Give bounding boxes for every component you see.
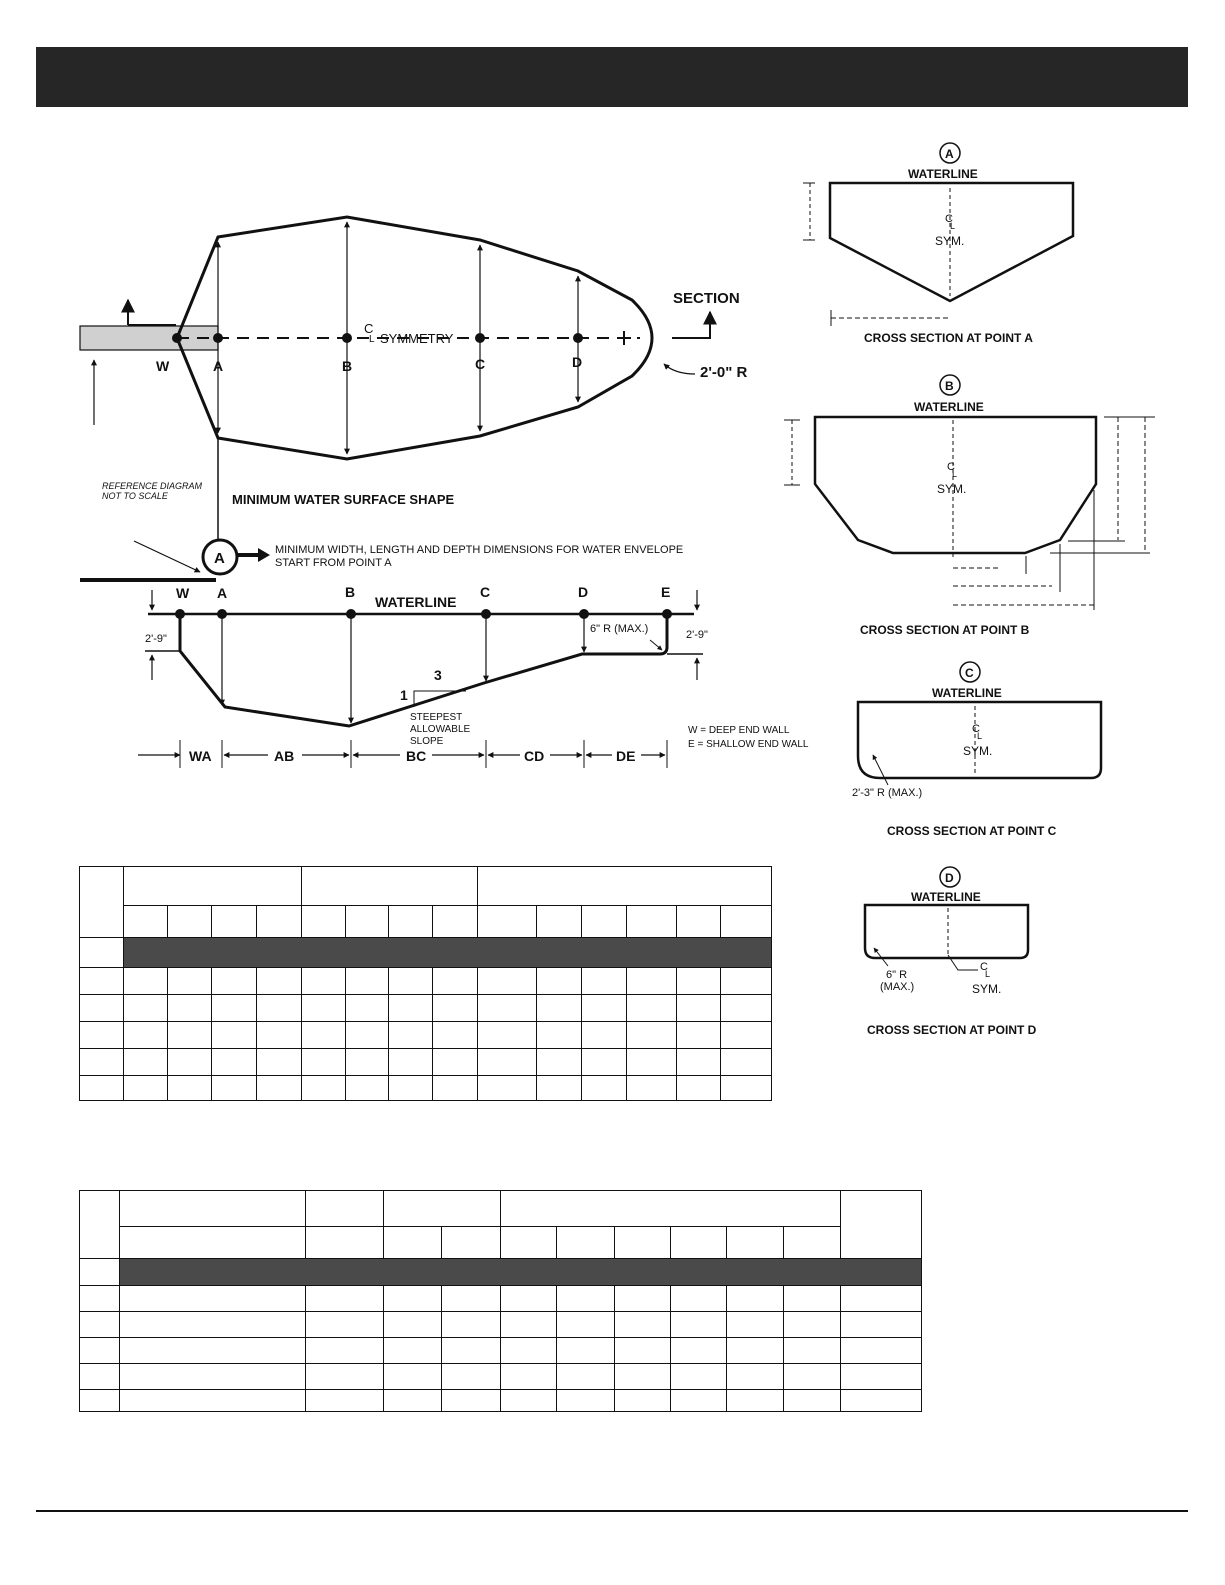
svg-text:C: C — [945, 213, 953, 225]
section-label: SECTION — [673, 290, 740, 307]
svg-text:C: C — [980, 961, 988, 973]
profile-label-e: E — [661, 584, 670, 600]
profile-label-d: D — [578, 584, 588, 600]
point-b-plan — [342, 333, 352, 343]
svg-text:L: L — [369, 334, 375, 345]
xsec-a-waterline: WATERLINE — [908, 167, 978, 181]
xsec-c-title: CROSS SECTION AT POINT C — [887, 824, 1057, 838]
svg-text:L: L — [985, 969, 990, 979]
xsec-a-title: CROSS SECTION AT POINT A — [864, 331, 1033, 345]
cross-section-c: C WATERLINE C L SYM. 2'-3" R (MAX.) CROS… — [852, 661, 1103, 838]
segment-de: DE — [616, 748, 635, 764]
xsec-a-circle-letter: A — [945, 147, 954, 161]
svg-text:C: C — [364, 321, 373, 336]
profile-radius-label: 6" R (MAX.) — [590, 623, 648, 635]
cross-section-b: B WATERLINE C L SYM. CROSS SECTION AT PO… — [784, 374, 1155, 637]
shallow-depth-label: 2'-9" — [686, 629, 708, 641]
svg-text:L: L — [952, 469, 957, 479]
pool-outline — [175, 215, 654, 461]
callout-a-letter: A — [214, 550, 225, 567]
xsec-b-circle-letter: B — [945, 379, 954, 393]
surface-shape-title: MINIMUM WATER SURFACE SHAPE — [232, 492, 455, 507]
xsec-d-waterline: WATERLINE — [911, 890, 981, 904]
profile-floor — [178, 614, 669, 728]
diving-board — [79, 325, 219, 351]
dimensions-table-2 — [79, 1190, 923, 1412]
svg-text:C: C — [947, 461, 955, 473]
xsec-d-radius-2: (MAX.) — [880, 981, 914, 993]
profile-label-c: C — [480, 584, 490, 600]
point-d-plan — [573, 333, 583, 343]
plan-view: C L SECTION 2'-0" R SYMMETRY W A B C D R… — [79, 215, 748, 507]
reference-note-1: REFERENCE DIAGRAM — [102, 481, 203, 491]
segment-cd: CD — [524, 748, 544, 764]
slope-note-2: ALLOWABLE — [410, 724, 471, 735]
reference-note-2: NOT TO SCALE — [102, 491, 169, 501]
envelope-note-2: START FROM POINT A — [275, 557, 392, 569]
plan-label-b: B — [342, 358, 352, 374]
svg-text:L: L — [977, 731, 982, 741]
cross-section-a: A WATERLINE C L SYM. CROSS SECTION AT PO… — [803, 142, 1075, 345]
profile-view: A MINIMUM WIDTH, LENGTH AND DEPTH DIMENS… — [80, 438, 809, 768]
envelope-note-1: MINIMUM WIDTH, LENGTH AND DEPTH DIMENSIO… — [275, 544, 683, 556]
dimensions-table-1 — [79, 866, 773, 1101]
deep-depth-label: 2'-9" — [145, 633, 167, 645]
footer-rule — [36, 1510, 1188, 1512]
plan-label-w: W — [156, 358, 170, 374]
point-a-plan — [213, 333, 223, 343]
segment-bc: BC — [406, 748, 426, 764]
xsec-d-title: CROSS SECTION AT POINT D — [867, 1023, 1037, 1037]
xsec-c-waterline: WATERLINE — [932, 686, 1002, 700]
xsec-c-circle-letter: C — [965, 666, 974, 680]
point-c-plan — [475, 333, 485, 343]
profile-label-a: A — [217, 585, 227, 601]
point-w-plan — [172, 333, 182, 343]
xsec-d-radius-1: 6" R — [886, 969, 907, 981]
xsec-b-title: CROSS SECTION AT POINT B — [860, 623, 1030, 637]
segment-wa: WA — [189, 748, 212, 764]
profile-waterline-label: WATERLINE — [375, 594, 456, 610]
profile-label-w: W — [176, 585, 190, 601]
nose-radius-label: 2'-0" R — [700, 364, 748, 381]
slope-rise: 1 — [400, 687, 408, 703]
plan-label-a: A — [213, 358, 223, 374]
slope-note-3: SLOPE — [410, 736, 444, 747]
cross-section-d: D WATERLINE C L SYM. 6" R (MAX.) CROSS S… — [863, 866, 1037, 1037]
slope-note-1: STEEPEST — [410, 712, 462, 723]
xsec-d-sym: SYM. — [972, 982, 1001, 996]
xsec-c-radius: 2'-3" R (MAX.) — [852, 787, 922, 799]
plan-label-c: C — [475, 356, 485, 372]
svg-text:C: C — [972, 723, 980, 735]
plan-label-d: D — [572, 354, 582, 370]
xsec-c-sym: SYM. — [963, 744, 992, 758]
legend-deep-end: W = DEEP END WALL — [688, 725, 790, 736]
symmetry-label: SYMMETRY — [380, 331, 454, 346]
xsec-d-circle-letter: D — [945, 871, 954, 885]
xsec-b-sym: SYM. — [937, 482, 966, 496]
slope-run: 3 — [434, 667, 442, 683]
svg-text:L: L — [950, 221, 955, 231]
header-bar — [36, 47, 1188, 107]
segment-ab: AB — [274, 748, 294, 764]
profile-label-b: B — [345, 584, 355, 600]
xsec-b-waterline: WATERLINE — [914, 400, 984, 414]
xsec-a-sym: SYM. — [935, 234, 964, 248]
legend-shallow-end: E = SHALLOW END WALL — [688, 739, 809, 750]
